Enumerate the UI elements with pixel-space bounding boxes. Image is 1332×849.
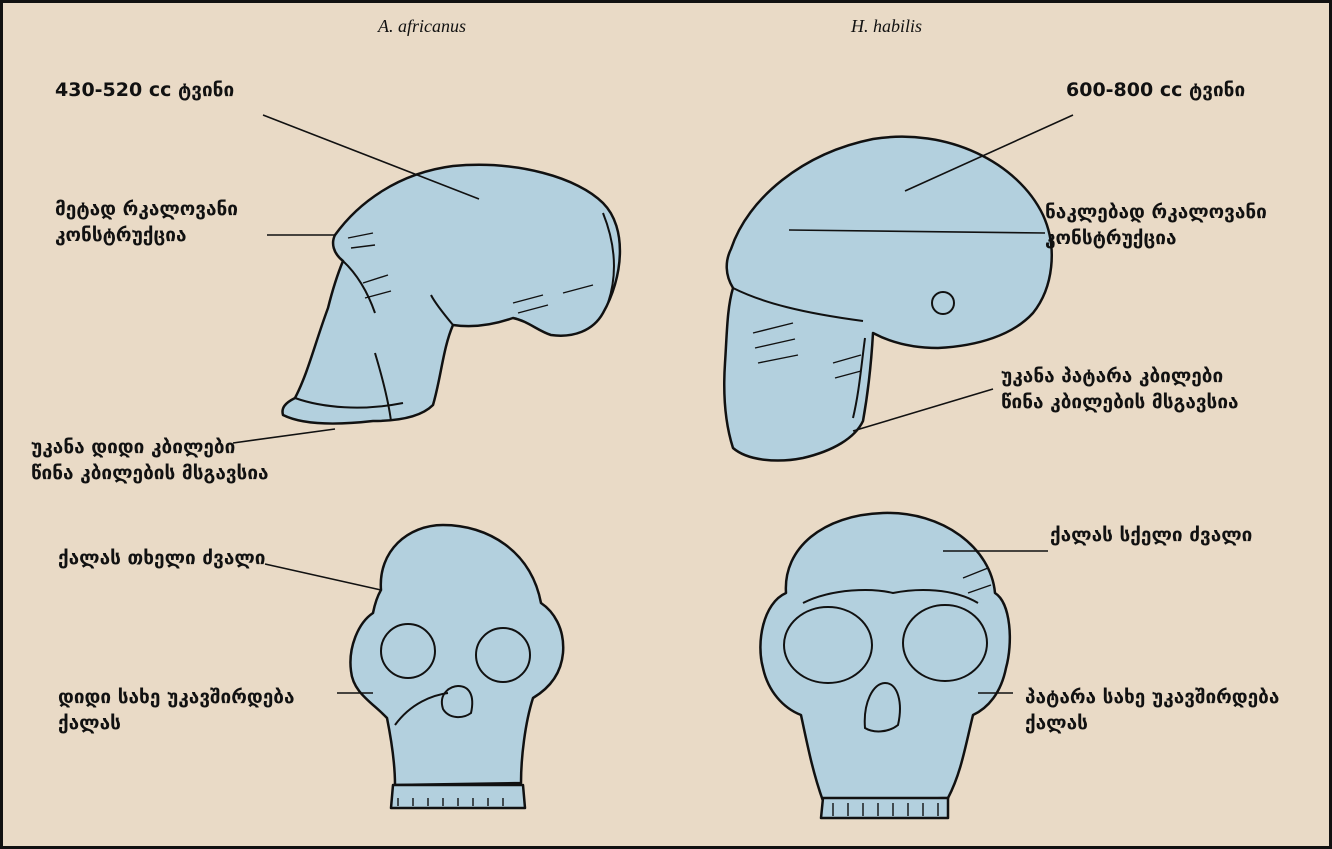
- right-vault-label-line2: კონსტრუქცია: [1045, 225, 1177, 251]
- left-teeth-label-line2: წინა კბილების მსგავსია: [31, 460, 269, 486]
- right-teeth-label-line2: წინა კბილების მსგავსია: [1001, 389, 1239, 415]
- right-vault-label-line1: ნაკლებად რკალოვანი: [1045, 199, 1267, 225]
- leader-right-teeth: [853, 389, 993, 431]
- right-bone-label: ქალას სქელი ძვალი: [1050, 522, 1252, 548]
- skull-illustration: [3, 3, 1329, 846]
- africanus-side-skull: [283, 165, 620, 424]
- left-bone-label: ქალას თხელი ძვალი: [58, 545, 265, 571]
- right-face-label-line2: ქალას: [1025, 710, 1088, 736]
- species-label-right: H. habilis: [851, 16, 922, 37]
- left-brain-label: 430-520 cc ტვინი: [55, 77, 234, 103]
- species-label-left: A. africanus: [378, 16, 466, 37]
- leader-left-teeth: [233, 429, 335, 443]
- left-teeth-label-line1: უკანა დიდი კბილები: [31, 434, 235, 460]
- left-face-label-line1: დიდი სახე უკავშირდება: [58, 684, 295, 710]
- left-vault-label-line1: მეტად რკალოვანი: [55, 196, 238, 222]
- right-face-label-line1: პატარა სახე უკავშირდება: [1025, 684, 1279, 710]
- right-brain-label: 600-800 cc ტვინი: [1066, 77, 1245, 103]
- left-vault-label-line2: კონსტრუქცია: [55, 222, 187, 248]
- habilis-front-skull: [760, 513, 1009, 801]
- left-face-label-line2: ქალას: [58, 710, 121, 736]
- leader-left-brain: [263, 115, 479, 199]
- right-teeth-label-line1: უკანა პატარა კბილები: [1001, 363, 1223, 389]
- habilis-front-jaw: [821, 798, 948, 818]
- leader-left-bone: [265, 564, 381, 590]
- africanus-front-skull: [350, 525, 563, 785]
